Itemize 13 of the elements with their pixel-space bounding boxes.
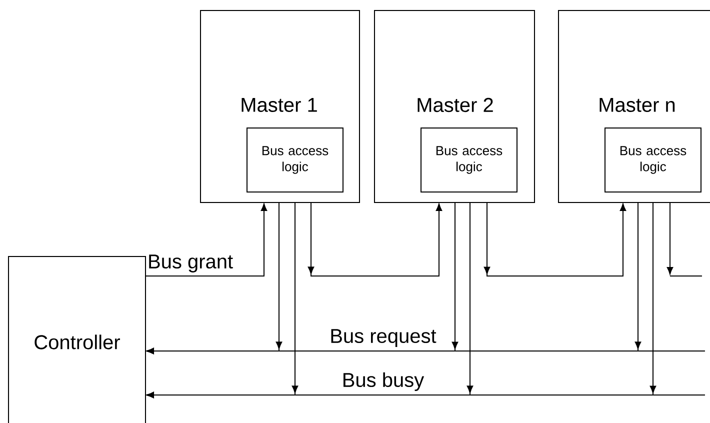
arrow [666,202,674,274]
edge-label: Bus grant [146,254,234,274]
logic-box: Bus access logic [420,128,518,192]
arrow [146,392,706,398]
arrow [146,348,706,354]
controller-box: Controller [8,256,146,423]
logic-box: Bus access logic [246,128,344,192]
arrow [144,204,268,276]
edge-label: Bus busy [341,372,425,392]
edge-label: Bus request [329,328,437,348]
logic-box: Bus access logic [604,128,702,192]
arrow [484,202,626,276]
arrow [308,202,442,276]
